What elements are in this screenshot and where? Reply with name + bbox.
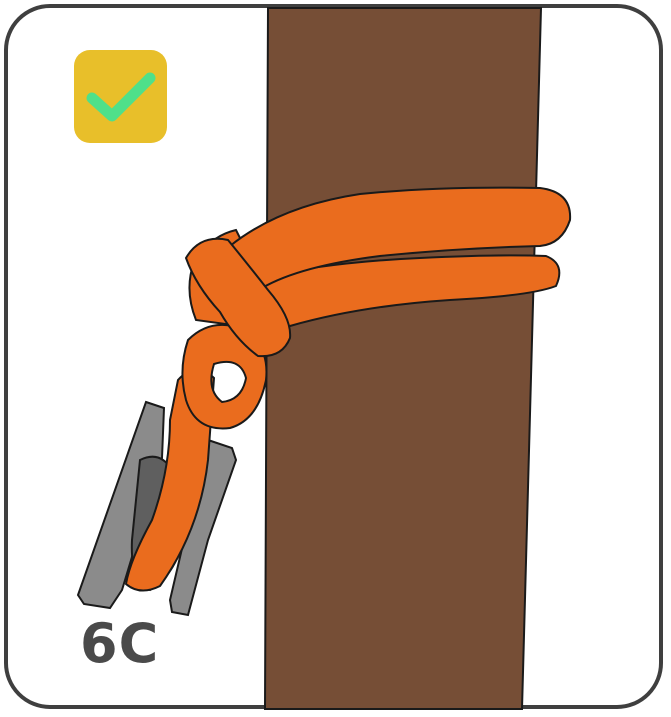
step-label: 6C <box>80 614 159 674</box>
checkmark-icon <box>74 50 167 143</box>
tree-trunk <box>265 8 541 709</box>
completed-badge <box>74 50 167 143</box>
